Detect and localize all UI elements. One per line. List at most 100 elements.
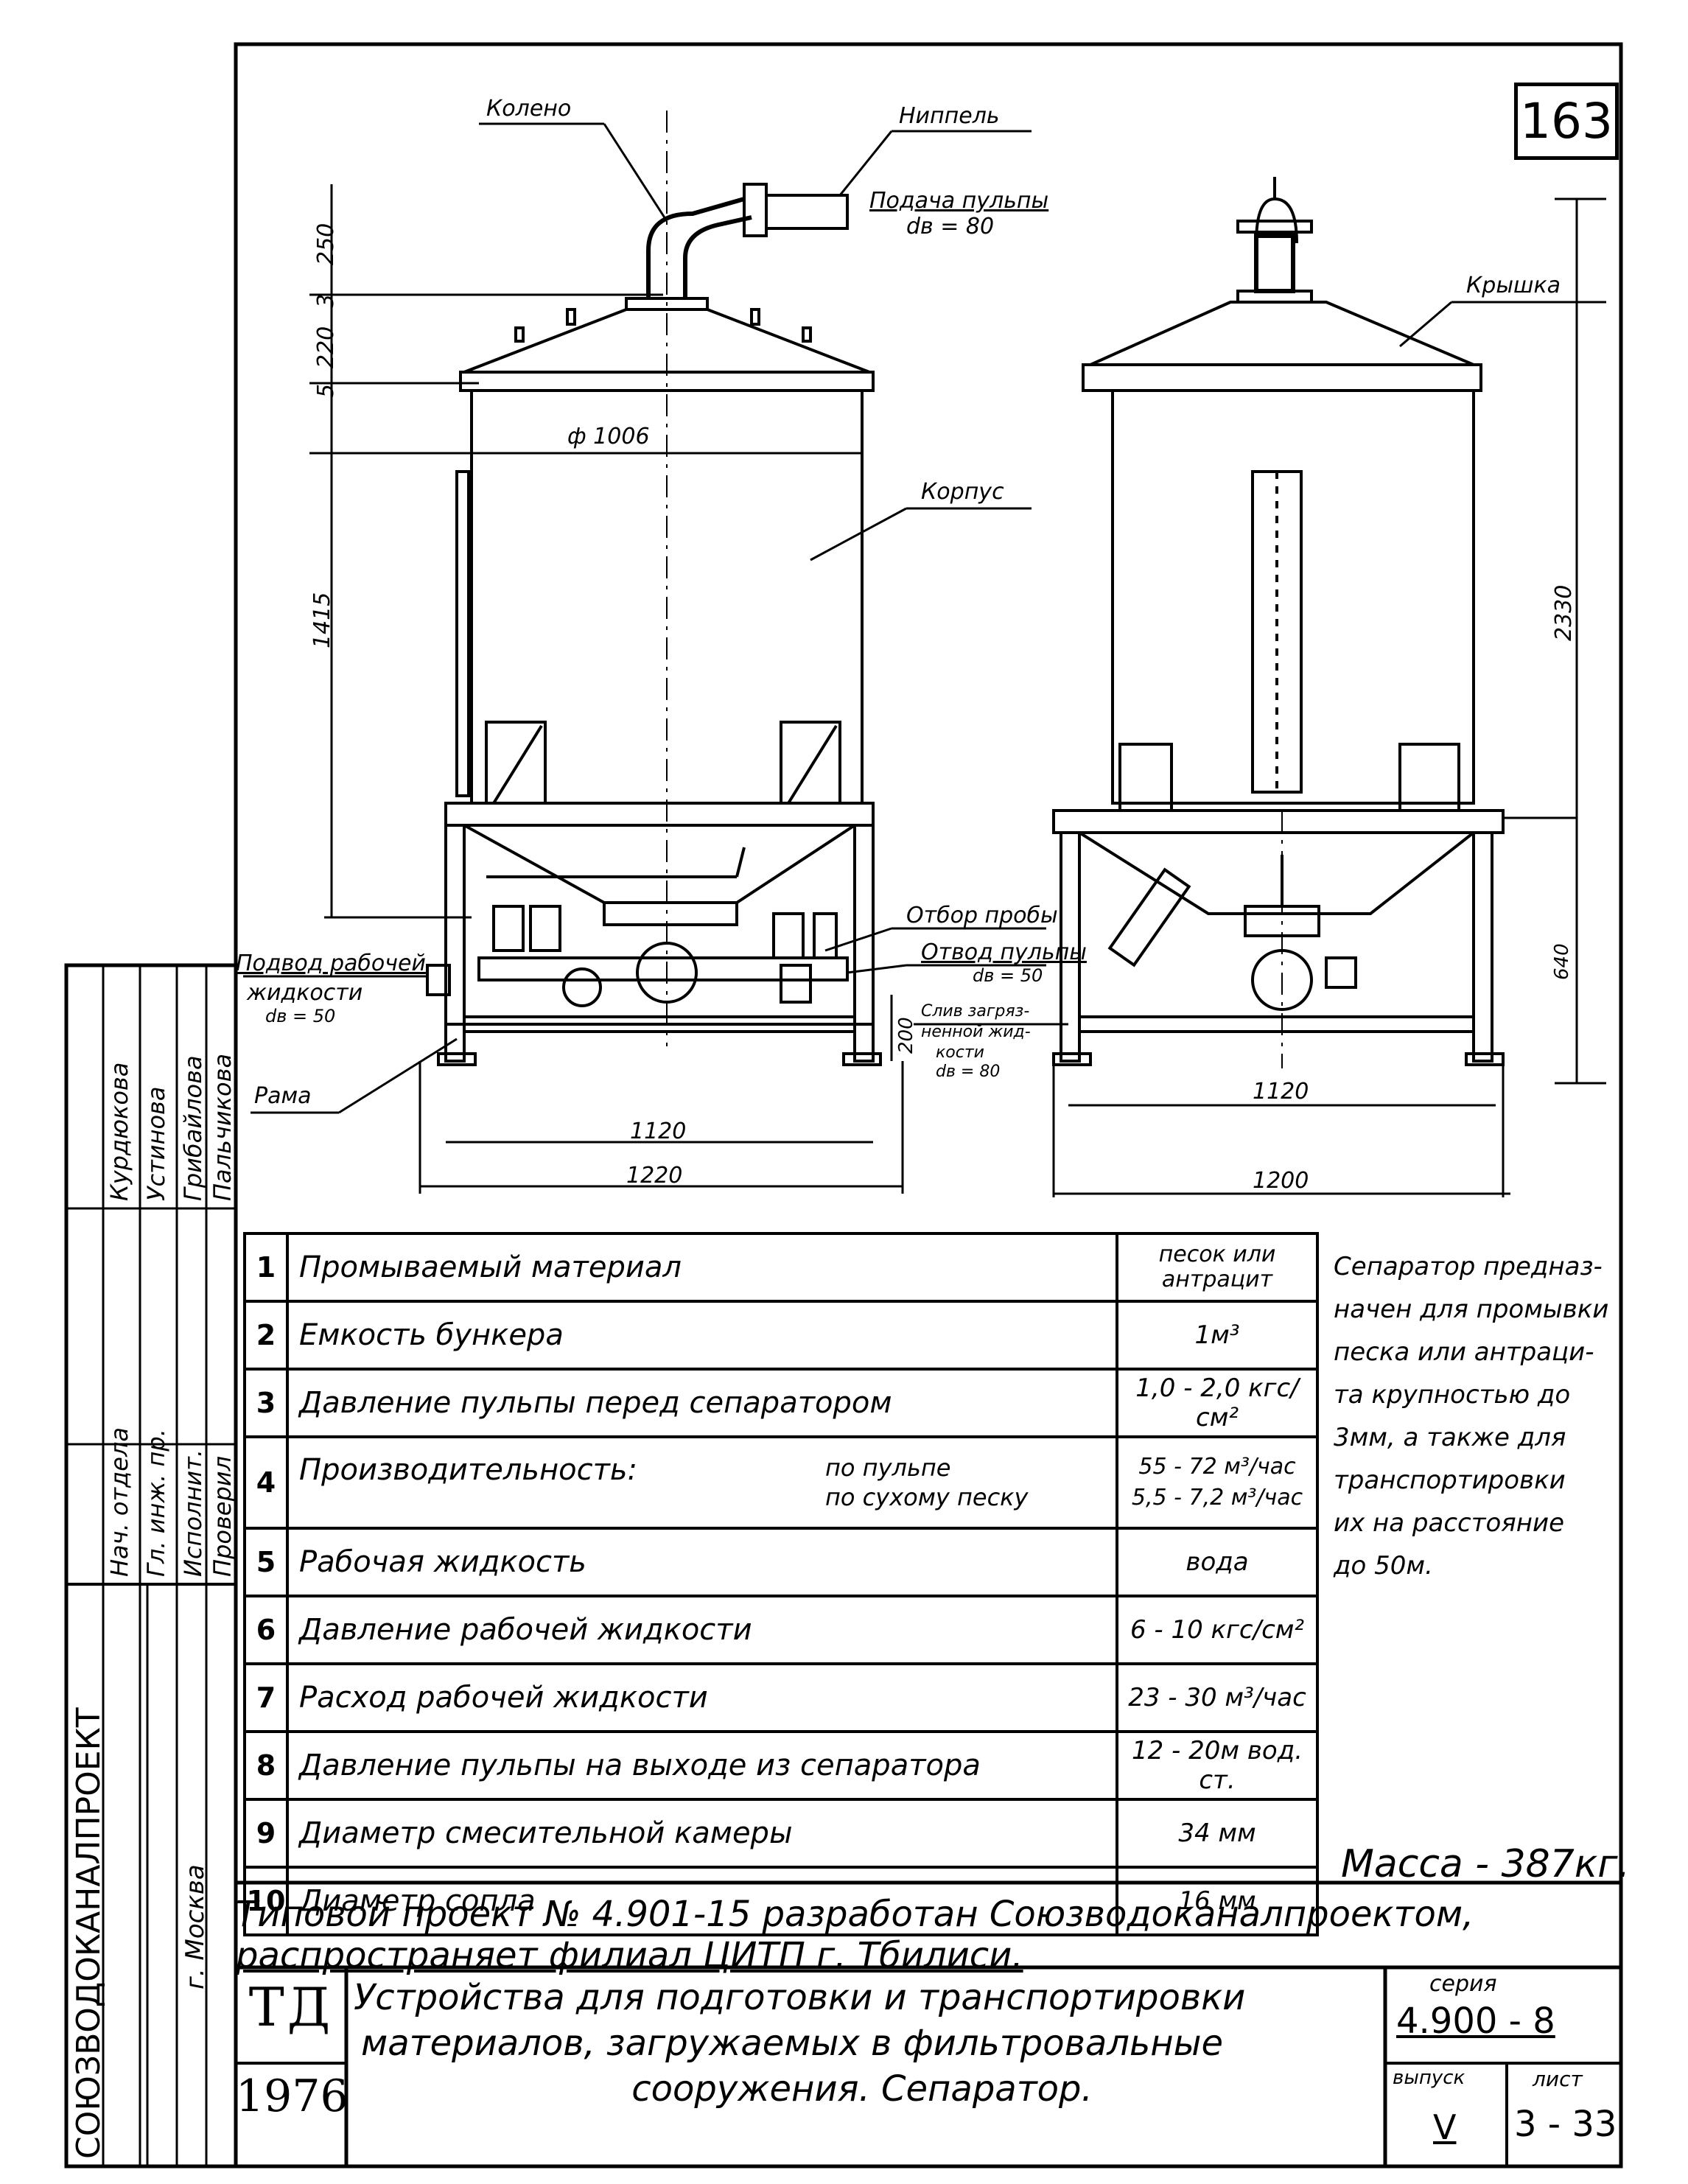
- spec-row: 3 Давление пульпы перед сепаратором 1,0 - …: [243, 1368, 1319, 1438]
- mass-label: Масса - 387кг.: [1341, 1842, 1631, 1886]
- callout-koleno: Колено: [486, 96, 572, 122]
- callout-podvod-1: Подвод рабочей: [236, 951, 426, 976]
- note-line: начен для промывки: [1334, 1295, 1609, 1324]
- spec-row-value: 34 мм: [1116, 1798, 1319, 1869]
- spec-row-value: 6 - 10 кгс/см²: [1116, 1595, 1319, 1665]
- dim-2330: 2330: [1551, 584, 1577, 641]
- spec-row-number: 4: [243, 1435, 289, 1530]
- sheet-label: лист: [1533, 2067, 1583, 2091]
- callout-sliv-2: ненной жид-: [921, 1023, 1031, 1041]
- callout-sliv-dv: dв = 80: [936, 1063, 1001, 1081]
- spec-row-value: 16 мм: [1116, 1866, 1319, 1936]
- dim-1415: 1415: [309, 592, 335, 648]
- role-label: Нач. отдела: [105, 1427, 133, 1577]
- spec-row: 8 Давление пульпы на выходе из сепаратора…: [243, 1730, 1319, 1801]
- dim-250: 250: [313, 223, 339, 265]
- spec-name-text: Давление пульпы перед сепаратором: [299, 1386, 892, 1420]
- spec-row-name: Давление пульпы на выходе из сепаратора: [286, 1730, 1118, 1801]
- role-label: Гл. инж. пр.: [142, 1429, 170, 1577]
- spec-row-number: 3: [243, 1368, 289, 1438]
- spec-row-number: 7: [243, 1662, 289, 1733]
- dim-3: 3: [313, 293, 339, 308]
- dim-right-1120: 1120: [1253, 1079, 1309, 1105]
- name-label: Грибайлова: [179, 1055, 207, 1201]
- spec-sub-text: по пульпе по сухому песку: [825, 1454, 1029, 1511]
- spec-row-name: Диаметр сопла: [286, 1866, 1118, 1936]
- spec-name-text: Расход рабочей жидкости: [299, 1681, 708, 1715]
- spec-name-text: Емкость бункера: [299, 1318, 564, 1352]
- role-label: Исполнит.: [179, 1449, 207, 1577]
- page-number: 163: [1514, 83, 1619, 160]
- spec-name-text: Промываемый материал: [299, 1250, 682, 1284]
- spec-name-text: Рабочая жидкость: [299, 1545, 586, 1579]
- spec-name-text: Диаметр сопла: [299, 1884, 536, 1918]
- spec-row-value: 23 - 30 м³/час: [1116, 1662, 1319, 1733]
- note-line: 3мм, а также для: [1334, 1423, 1566, 1452]
- spec-row-number: 9: [243, 1798, 289, 1869]
- callout-sliv-3: кости: [936, 1043, 984, 1062]
- spec-row: 6 Давление рабочей жидкости 6 - 10 кгс/см²: [243, 1595, 1319, 1665]
- name-label: Курдюкова: [105, 1062, 133, 1201]
- spec-name-text: Давление рабочей жидкости: [299, 1613, 752, 1647]
- series-label: серия: [1429, 1971, 1497, 1997]
- note-line: та крупностью до: [1334, 1380, 1571, 1410]
- dim-5: 5: [313, 383, 339, 398]
- spec-row-value: 1м³: [1116, 1300, 1319, 1371]
- spec-row-value: 1,0 - 2,0 кгс/см²: [1116, 1368, 1319, 1438]
- stamp-td: ТД: [248, 1976, 334, 2038]
- spec-row-number: 10: [243, 1866, 289, 1936]
- stamp-year: 1976: [236, 2071, 349, 2122]
- dim-220: 220: [313, 326, 339, 368]
- spec-row: 2 Емкость бункера 1м³: [243, 1300, 1319, 1371]
- title-line3: сооружения. Сепаратор.: [631, 2068, 1093, 2110]
- name-label: Устинова: [142, 1086, 170, 1202]
- spec-row-name: Промываемый материал: [286, 1232, 1118, 1303]
- callout-kryshka: Крышка: [1466, 273, 1561, 298]
- name-label: Пальчикова: [209, 1053, 237, 1201]
- org-name: СОЮЗВОДОКАНАЛПРОЕКТ: [70, 1707, 108, 2159]
- callout-podvod-2: жидкости: [247, 980, 363, 1006]
- dim-phi-1006: ф 1006: [567, 424, 650, 449]
- spec-row: 4 Производительность: по пульпе по сухому …: [243, 1435, 1319, 1530]
- project-info-line2: распространяет филиал ЦИТП г. Тбилиси.: [236, 1935, 1023, 1976]
- spec-name-text: Производительность:: [299, 1453, 637, 1487]
- dim-left-1120: 1120: [630, 1119, 687, 1144]
- callout-otvod-dv: dв = 50: [973, 965, 1043, 986]
- spec-row: 9 Диаметр смесительной камеры 34 мм: [243, 1798, 1319, 1869]
- spec-row-number: 8: [243, 1730, 289, 1801]
- spec-row-name: Расход рабочей жидкости: [286, 1662, 1118, 1733]
- city: г. Москва: [181, 1864, 210, 1989]
- spec-row-value: 55 - 72 м³/час 5,5 - 7,2 м³/час: [1116, 1435, 1319, 1530]
- callout-otvod: Отвод пульпы: [921, 939, 1087, 965]
- spec-row: 7 Расход рабочей жидкости 23 - 30 м³/час: [243, 1662, 1319, 1733]
- spec-row-name: Давление рабочей жидкости: [286, 1595, 1118, 1665]
- left-strip-frame: [64, 963, 238, 2169]
- spec-row-number: 6: [243, 1595, 289, 1665]
- spec-row-number: 5: [243, 1527, 289, 1597]
- drawing-title: Устройства для подготовки и транспортиро…: [354, 1975, 1370, 2112]
- callout-rama: Рама: [254, 1083, 312, 1109]
- spec-row-name: Давление пульпы перед сепаратором: [286, 1368, 1118, 1438]
- side-view: [1052, 177, 1505, 1068]
- callout-sliv-1: Слив загряз-: [921, 1002, 1030, 1021]
- spec-row-value: песок или антрацит: [1116, 1232, 1319, 1303]
- spec-row-number: 2: [243, 1300, 289, 1371]
- title-line2: материалов, загружаемых в фильтровальные: [361, 2023, 1224, 2064]
- role-label: Проверил: [209, 1455, 237, 1577]
- sheet-value: 3 - 33: [1514, 2104, 1617, 2145]
- title-line1: Устройства для подготовки и транспортиро…: [354, 1977, 1246, 2018]
- series-value: 4.900 - 8: [1396, 2001, 1555, 2042]
- issue-label: выпуск: [1393, 2067, 1465, 2089]
- spec-name-text: Давление пульпы на выходе из сепаратора: [299, 1749, 981, 1782]
- note-line: транспортировки: [1334, 1466, 1566, 1495]
- callout-korpus: Корпус: [921, 479, 1004, 505]
- spec-name-text: Диаметр смесительной камеры: [299, 1816, 793, 1850]
- callout-otbor: Отбор пробы: [906, 903, 1058, 928]
- callout-nippel: Ниппель: [899, 103, 1000, 129]
- note-line: песка или антраци-: [1334, 1337, 1594, 1367]
- spec-row-name: Емкость бункера: [286, 1300, 1118, 1371]
